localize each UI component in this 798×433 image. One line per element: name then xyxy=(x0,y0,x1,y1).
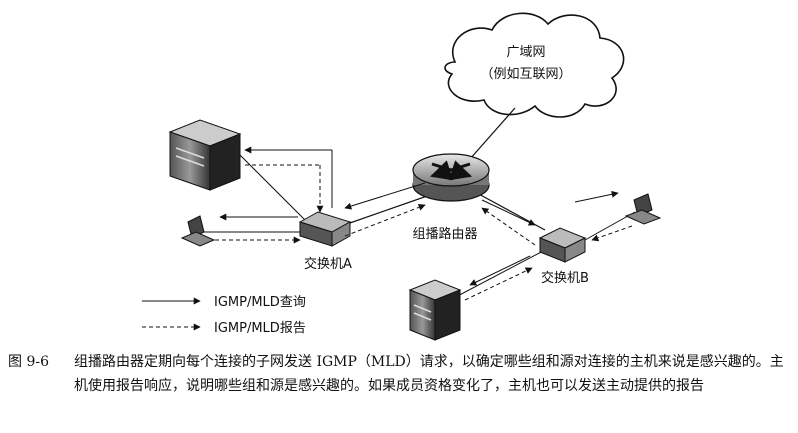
report-arrows xyxy=(215,164,633,301)
link-switch-a-server xyxy=(234,149,311,226)
switch-b: 交换机B xyxy=(538,227,589,286)
multicast-router: 组播路由器 xyxy=(412,153,490,242)
laptop-a-icon xyxy=(180,215,216,247)
server-b-icon xyxy=(408,279,462,341)
link-switch-b-server xyxy=(449,249,546,301)
legend: IGMP/MLD查询 IGMP/MLD报告 xyxy=(142,295,306,336)
laptop-b-icon xyxy=(624,193,662,225)
figure-number: 图 9-6 xyxy=(8,354,49,370)
router-label: 组播路由器 xyxy=(412,226,477,242)
figure-caption: 图 9-6 组播路由器定期向每个连接的子网发送 IGMP（MLD）请求，以确定哪… xyxy=(8,350,788,398)
legend-report-label: IGMP/MLD报告 xyxy=(214,321,306,336)
caption-text: 组播路由器定期向每个连接的子网发送 IGMP（MLD）请求，以确定哪些组和源对连… xyxy=(74,354,784,394)
router-arrows-icon xyxy=(429,160,473,181)
switch-a-label: 交换机A xyxy=(304,256,352,272)
server-a-icon xyxy=(168,119,242,191)
legend-query-label: IGMP/MLD查询 xyxy=(214,295,306,310)
query-arrows xyxy=(219,146,619,286)
wan-cloud: 广域网 （例如互联网） xyxy=(444,12,625,118)
network-diagram: 广域网 （例如互联网） 组播路由器 交换机A 交换机B xyxy=(142,12,662,341)
cloud-subtitle: （例如互联网） xyxy=(480,66,571,82)
cloud-title: 广域网 xyxy=(506,45,545,60)
switch-b-label: 交换机B xyxy=(541,270,589,286)
switch-a: 交换机A xyxy=(298,211,352,272)
